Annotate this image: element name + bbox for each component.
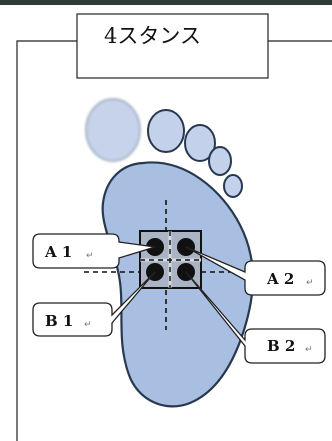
label-a1: A 1 xyxy=(44,243,72,261)
toe-5 xyxy=(224,175,242,197)
toe-2 xyxy=(148,110,184,152)
label-b1: B 1 xyxy=(45,312,73,330)
return-mark-a2: ↵ xyxy=(306,278,314,288)
return-mark-a1: ↵ xyxy=(86,251,94,261)
label-b2: B 2 xyxy=(267,337,295,355)
big-toe xyxy=(86,99,140,161)
toe-4 xyxy=(209,147,231,175)
return-mark-b2: ↵ xyxy=(305,345,313,355)
page-title: 4スタンス xyxy=(104,24,201,48)
top-edge-strip xyxy=(0,0,332,5)
label-a2: A 2 xyxy=(266,270,294,288)
return-mark-b1: ↵ xyxy=(84,320,92,330)
